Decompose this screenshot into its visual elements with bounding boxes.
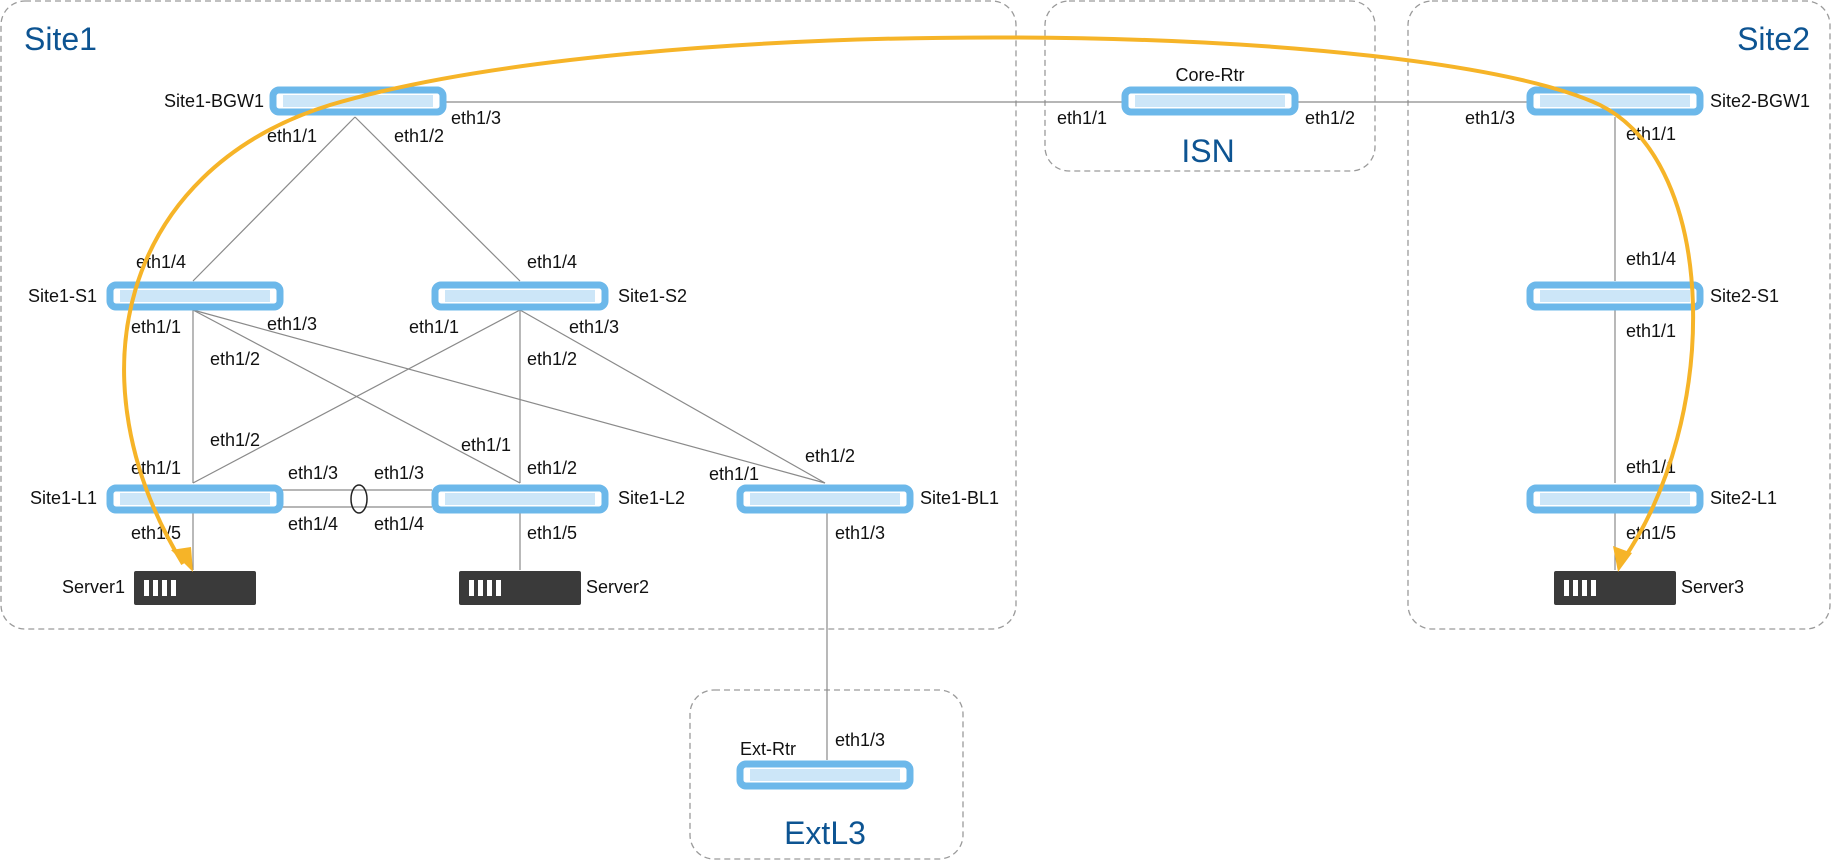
site1-l2-label: Site1-L2 — [618, 488, 685, 508]
link-bgw1-s2 — [354, 116, 521, 282]
port-label: eth1/1 — [131, 458, 181, 478]
site2-s1-switch[interactable] — [1526, 281, 1704, 311]
core-rtr-label: Core-Rtr — [1175, 65, 1244, 85]
link-s1-bl1 — [192, 309, 826, 484]
port-channel-ellipse — [350, 484, 368, 514]
site1-bl1-switch[interactable] — [736, 484, 914, 514]
port-label: eth1/1 — [131, 317, 181, 337]
port-label: eth1/1 — [409, 317, 459, 337]
port-label: eth1/2 — [805, 446, 855, 466]
port-label: eth1/4 — [527, 252, 577, 272]
server3-icon[interactable] — [1554, 571, 1676, 605]
traffic-flow-arrow — [122, 35, 1696, 572]
port-label: eth1/5 — [131, 523, 181, 543]
ext-rtr-label: Ext-Rtr — [740, 739, 796, 759]
site2-s1-label: Site2-S1 — [1710, 286, 1779, 306]
port-label: eth1/2 — [210, 430, 260, 450]
site1-l1-switch[interactable] — [106, 484, 284, 514]
port-label: eth1/2 — [394, 126, 444, 146]
ext-rtr-switch[interactable] — [736, 760, 914, 790]
port-label: eth1/3 — [835, 523, 885, 543]
port-label: eth1/2 — [527, 349, 577, 369]
core-rtr-switch[interactable] — [1121, 86, 1299, 116]
site1-bgw1-switch[interactable] — [269, 86, 447, 116]
site2-l1-label: Site2-L1 — [1710, 488, 1777, 508]
port-label: eth1/3 — [451, 108, 501, 128]
server1-icon[interactable] — [134, 571, 256, 605]
site1-bl1-label: Site1-BL1 — [920, 488, 999, 508]
arrowhead-server1 — [171, 547, 193, 572]
site1-s1-label: Site1-S1 — [28, 286, 97, 306]
site1-l2-switch[interactable] — [431, 484, 609, 514]
isn-zone-title: ISN — [1181, 133, 1234, 169]
server3-label: Server3 — [1681, 577, 1744, 597]
port-label: eth1/2 — [527, 458, 577, 478]
link-s2-bl1 — [519, 309, 826, 484]
server2-label: Server2 — [586, 577, 649, 597]
port-label: eth1/3 — [288, 463, 338, 483]
port-label: eth1/2 — [210, 349, 260, 369]
port-label: eth1/3 — [374, 463, 424, 483]
port-label: eth1/3 — [835, 730, 885, 750]
site1-s2-switch[interactable] — [431, 281, 609, 311]
server1-label: Server1 — [62, 577, 125, 597]
port-label: eth1/1 — [1057, 108, 1107, 128]
port-label: eth1/1 — [1626, 124, 1676, 144]
port-label: eth1/3 — [1465, 108, 1515, 128]
port-label: eth1/1 — [709, 464, 759, 484]
site2-bgw1-switch[interactable] — [1526, 86, 1704, 116]
link-s2-l1 — [192, 309, 521, 484]
port-label: eth1/1 — [1626, 321, 1676, 341]
site1-l1-label: Site1-L1 — [30, 488, 97, 508]
site2-bgw1-label: Site2-BGW1 — [1710, 91, 1810, 111]
server2-icon[interactable] — [459, 571, 581, 605]
site1-bgw1-label: Site1-BGW1 — [164, 91, 264, 111]
site2-zone-title: Site2 — [1737, 21, 1810, 57]
port-label: eth1/1 — [267, 126, 317, 146]
links — [192, 101, 1616, 760]
site2-zone — [1407, 0, 1831, 630]
port-label: eth1/4 — [288, 514, 338, 534]
port-label: eth1/3 — [267, 314, 317, 334]
port-label: eth1/2 — [1305, 108, 1355, 128]
extl3-zone-title: ExtL3 — [784, 815, 866, 851]
port-label: eth1/4 — [374, 514, 424, 534]
port-label: eth1/1 — [1626, 457, 1676, 477]
port-label: eth1/3 — [569, 317, 619, 337]
site2-l1-switch[interactable] — [1526, 484, 1704, 514]
site1-zone — [0, 0, 1017, 630]
isn-zone — [1044, 0, 1376, 172]
port-label: eth1/5 — [527, 523, 577, 543]
link-bgw1-s1 — [192, 116, 356, 282]
arrowhead-server3 — [1613, 546, 1632, 572]
site1-s2-label: Site1-S2 — [618, 286, 687, 306]
port-label: eth1/1 — [461, 435, 511, 455]
site1-s1-switch[interactable] — [106, 281, 284, 311]
site1-zone-title: Site1 — [24, 21, 97, 57]
port-label: eth1/4 — [1626, 249, 1676, 269]
